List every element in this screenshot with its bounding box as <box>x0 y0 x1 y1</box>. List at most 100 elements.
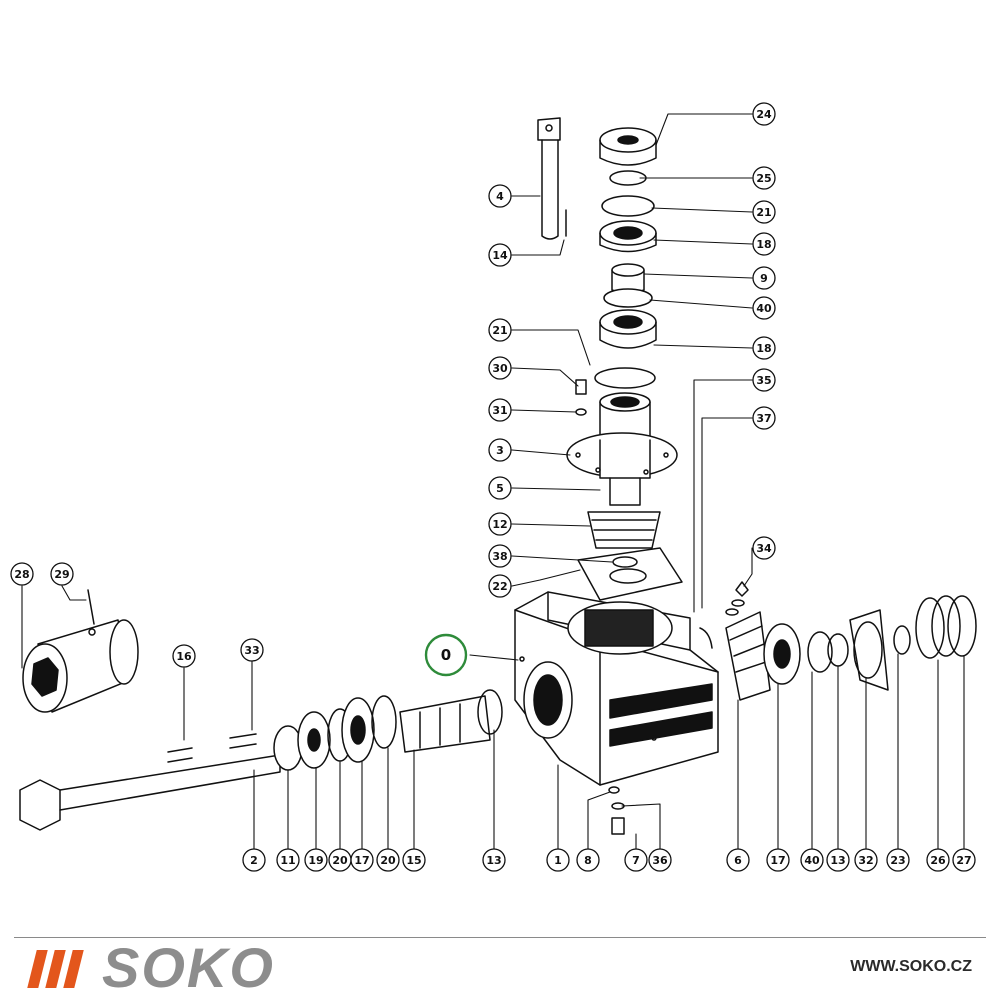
part-number-label: 29 <box>54 568 69 581</box>
part-callout-circle <box>752 200 776 224</box>
part-callout-circle <box>488 476 512 500</box>
part-number-label: 14 <box>492 249 508 262</box>
small-fasteners <box>608 581 749 835</box>
part-callout-circle <box>488 243 512 267</box>
part-number-label: 4 <box>496 190 504 203</box>
part-callout-circle <box>576 848 600 872</box>
part-callout-circle <box>482 848 506 872</box>
part-callout-circle <box>648 848 672 872</box>
part-callout-circle <box>752 536 776 560</box>
part-callout-circle <box>488 512 512 536</box>
part-number-label: 15 <box>406 854 421 867</box>
part-number-label: 2 <box>250 854 258 867</box>
part-callout-circle <box>752 406 776 430</box>
part-callout-circle <box>350 848 374 872</box>
part-number-label: 33 <box>244 644 259 657</box>
part-callout-circle <box>488 574 512 598</box>
part-callout-circle <box>488 184 512 208</box>
part-callout-circle <box>800 848 824 872</box>
part-callout-circle <box>752 266 776 290</box>
part-number-label: 12 <box>492 518 507 531</box>
part-number-label: 20 <box>332 854 348 867</box>
part-number-label: 40 <box>804 854 820 867</box>
part-number-label: 9 <box>760 272 768 285</box>
part-callout-circle <box>240 638 264 662</box>
right-side-assembly <box>699 595 977 701</box>
part-number-label: 34 <box>756 542 772 555</box>
footer-divider <box>14 937 986 938</box>
part-callout-circle <box>304 848 328 872</box>
part-number-label: 8 <box>584 854 592 867</box>
part-callout-circle <box>752 368 776 392</box>
part-callout-circle <box>488 544 512 568</box>
gearbox-housing <box>514 591 719 786</box>
part-number-label: 3 <box>496 444 504 457</box>
part-number-label: 19 <box>308 854 323 867</box>
part-number-label: 38 <box>492 550 507 563</box>
part-callout-circle <box>50 562 74 586</box>
part-number-label: 25 <box>756 172 771 185</box>
part-number-label: 40 <box>756 302 772 315</box>
part-callout-circle <box>546 848 570 872</box>
part-number-label: 17 <box>354 854 369 867</box>
part-number-label: 17 <box>770 854 785 867</box>
part-callout-circle <box>766 848 790 872</box>
part-callout-circle <box>752 296 776 320</box>
part-number-label: 36 <box>652 854 668 867</box>
part-callout-circle <box>276 848 300 872</box>
part-callout-circle <box>854 848 878 872</box>
part-number-label: 31 <box>492 404 507 417</box>
part-number-label: 11 <box>280 854 295 867</box>
part-callout-circle <box>376 848 400 872</box>
part-callout-circle <box>726 848 750 872</box>
part-number-label: 22 <box>492 580 507 593</box>
part-number-label: 21 <box>756 206 771 219</box>
brand-name: SOKO <box>102 936 275 999</box>
part-number-label: 23 <box>890 854 905 867</box>
part-number-label: 30 <box>492 362 508 375</box>
part-callout-circle <box>488 398 512 422</box>
part-callout-circle <box>172 644 196 668</box>
leader-lines <box>21 113 965 851</box>
part-number-label: 1 <box>554 854 562 867</box>
part-number-label: 37 <box>756 412 771 425</box>
part-callout-circle <box>242 848 266 872</box>
part-callout-circle <box>752 232 776 256</box>
part-number-label: 32 <box>858 854 873 867</box>
part-number-label: 28 <box>14 568 29 581</box>
exploded-gearbox-diagram: 2425211894018213031351238223537344142829… <box>10 102 977 872</box>
part-number-label: 24 <box>756 108 772 121</box>
coupling-part-28 <box>22 589 139 713</box>
part-callout-circle <box>752 102 776 126</box>
website-link[interactable]: WWW.SOKO.CZ <box>850 958 972 975</box>
part-number-label: 27 <box>956 854 971 867</box>
part-number-label: 21 <box>492 324 507 337</box>
part-number-label: 20 <box>380 854 396 867</box>
pin-part-4 <box>537 117 567 240</box>
part-number-label: 26 <box>930 854 946 867</box>
part-number-label: 13 <box>486 854 501 867</box>
part-callout-circle <box>752 166 776 190</box>
part-number-label: 13 <box>830 854 845 867</box>
part-callout-circle <box>10 562 34 586</box>
part-number-label: 35 <box>756 374 771 387</box>
part-callout-circle <box>886 848 910 872</box>
part-number-label: 7 <box>632 854 640 867</box>
part-callout-circle <box>926 848 950 872</box>
part-callout-circle <box>488 438 512 462</box>
part-callout-circle <box>488 356 512 380</box>
part-callout-circle <box>952 848 976 872</box>
part-callout-circle <box>624 848 648 872</box>
vertical-shaft-assembly <box>566 127 683 601</box>
part-number-label: 16 <box>176 650 192 663</box>
part-number-label: 18 <box>756 238 771 251</box>
part-number-label: 18 <box>756 342 771 355</box>
part-number-label: 6 <box>734 854 742 867</box>
part-callout-circle <box>424 633 468 677</box>
part-callout-circle <box>488 318 512 342</box>
part-number-label: 0 <box>441 646 451 664</box>
part-callout-circle <box>402 848 426 872</box>
part-callout-circle <box>752 336 776 360</box>
input-shaft-assembly <box>19 689 503 831</box>
